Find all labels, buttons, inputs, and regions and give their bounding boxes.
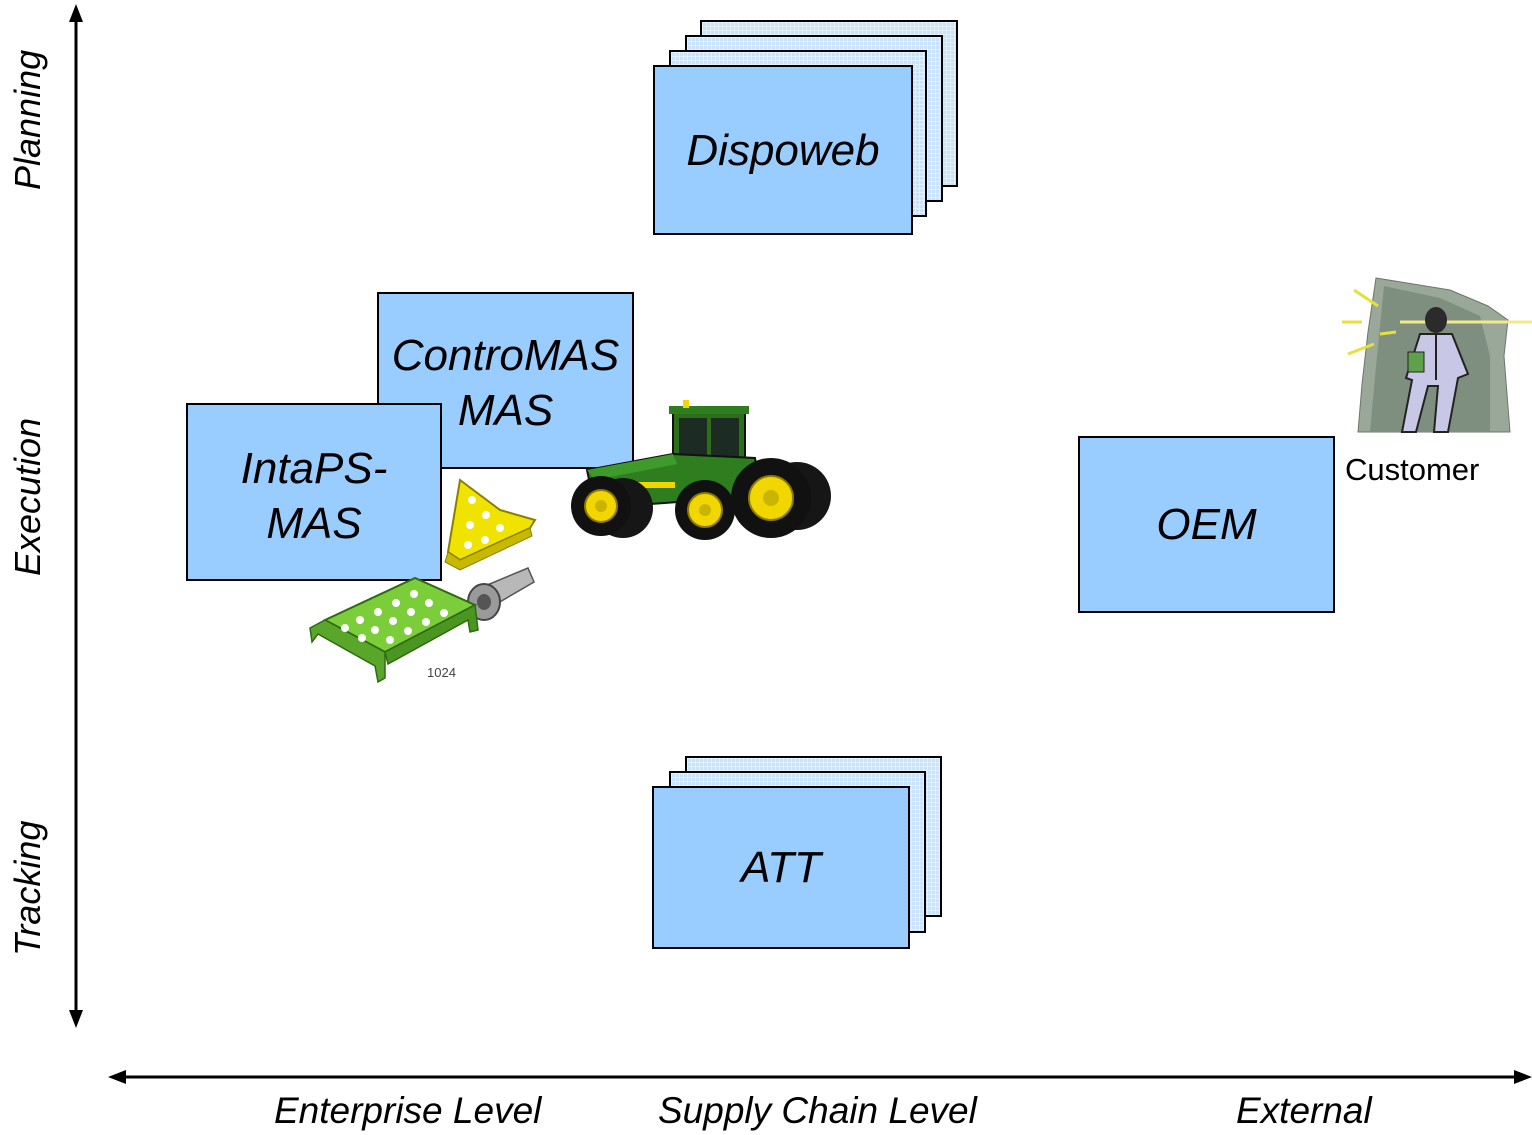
axis-label-external: External: [1236, 1090, 1372, 1131]
intaps-mas-label: IntaPS- MAS: [241, 441, 388, 551]
att-label: ATT: [741, 843, 821, 892]
meccano-parts-icon: [309, 478, 537, 684]
horizontal-axis-arrow: [108, 1070, 1532, 1084]
contromas-label: ControMAS MAS: [392, 328, 619, 438]
businessman-icon: [1342, 277, 1532, 433]
oem-box: OEM: [1078, 436, 1335, 613]
bolt-icon: [467, 567, 535, 621]
axis-label-tracking: Tracking: [7, 820, 48, 956]
intaps-mas-box: IntaPS- MAS: [186, 403, 442, 581]
contromas-label-line1: ControMAS: [391, 331, 620, 380]
intaps-mas-label-line2: MAS: [266, 499, 362, 548]
tractor-icon: [571, 400, 831, 540]
axis-label-enterprise-level: Enterprise Level: [274, 1090, 542, 1131]
axis-label-planning: Planning: [7, 49, 48, 190]
axis-label-execution: Execution: [7, 417, 48, 576]
green-plate-icon: [309, 576, 479, 684]
vertical-axis-arrow: [69, 4, 83, 1028]
dispoweb-label: Dispoweb: [686, 125, 880, 175]
att-box: ATT: [652, 786, 910, 949]
customer-label: Customer: [1345, 452, 1480, 487]
axis-label-supply-chain-level: Supply Chain Level: [658, 1090, 977, 1131]
intaps-mas-label-line1: IntaPS-: [240, 444, 388, 493]
contromas-label-line2: MAS: [457, 386, 554, 435]
part-number-label: 1024: [427, 665, 456, 680]
dispoweb-box: Dispoweb: [653, 65, 913, 235]
yellow-bracket-icon: [444, 478, 537, 571]
oem-label: OEM: [1156, 500, 1257, 549]
